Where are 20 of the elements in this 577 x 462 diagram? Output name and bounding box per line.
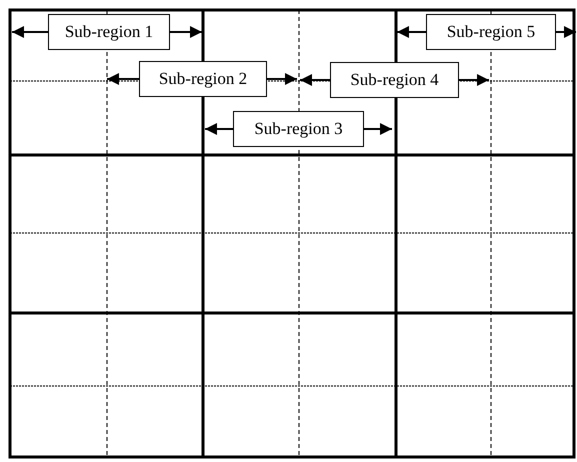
label-box xyxy=(330,62,459,98)
region-label: Sub-region 1 xyxy=(64,22,154,42)
label-box xyxy=(426,14,556,50)
arrow xyxy=(170,26,202,38)
label-box xyxy=(139,61,267,97)
label-box xyxy=(233,111,364,147)
arrow xyxy=(459,74,489,86)
region-label: Sub-region 5 xyxy=(446,22,536,42)
region-label: Sub-region 2 xyxy=(158,69,248,89)
arrow xyxy=(397,26,426,38)
label-box xyxy=(48,14,170,50)
arrow xyxy=(205,123,233,135)
arrow xyxy=(364,123,392,135)
arrow xyxy=(300,74,330,86)
arrow xyxy=(556,26,576,38)
arrow xyxy=(107,73,139,85)
arrow xyxy=(12,26,48,38)
region-label: Sub-region 3 xyxy=(254,119,343,139)
arrow xyxy=(267,73,297,85)
region-label: Sub-region 4 xyxy=(350,70,439,90)
